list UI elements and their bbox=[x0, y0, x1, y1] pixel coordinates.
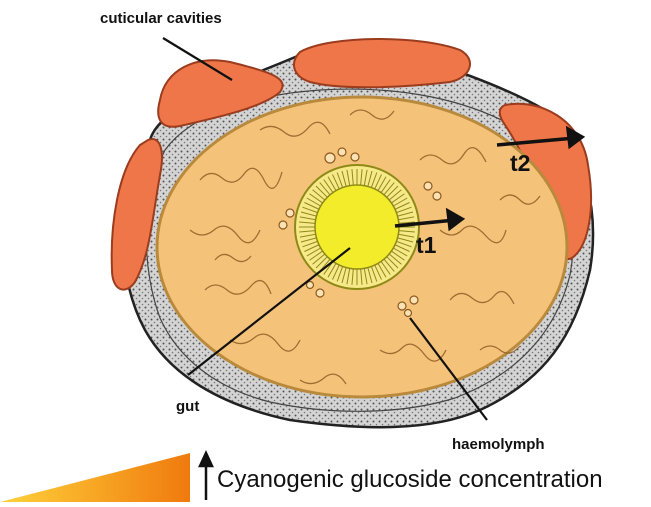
gut-lumen bbox=[315, 185, 399, 269]
label-cuticular-cavities: cuticular cavities bbox=[100, 10, 222, 27]
concentration-up-arrow-icon bbox=[200, 453, 212, 500]
label-gut: gut bbox=[176, 398, 199, 415]
label-haemolymph: haemolymph bbox=[452, 436, 545, 453]
cuticular-cavity-top bbox=[294, 39, 470, 87]
concentration-gradient-wedge bbox=[0, 453, 190, 502]
label-t2: t2 bbox=[510, 150, 530, 177]
label-concentration: Cyanogenic glucoside concentration bbox=[217, 466, 603, 494]
label-t1: t1 bbox=[416, 232, 436, 259]
